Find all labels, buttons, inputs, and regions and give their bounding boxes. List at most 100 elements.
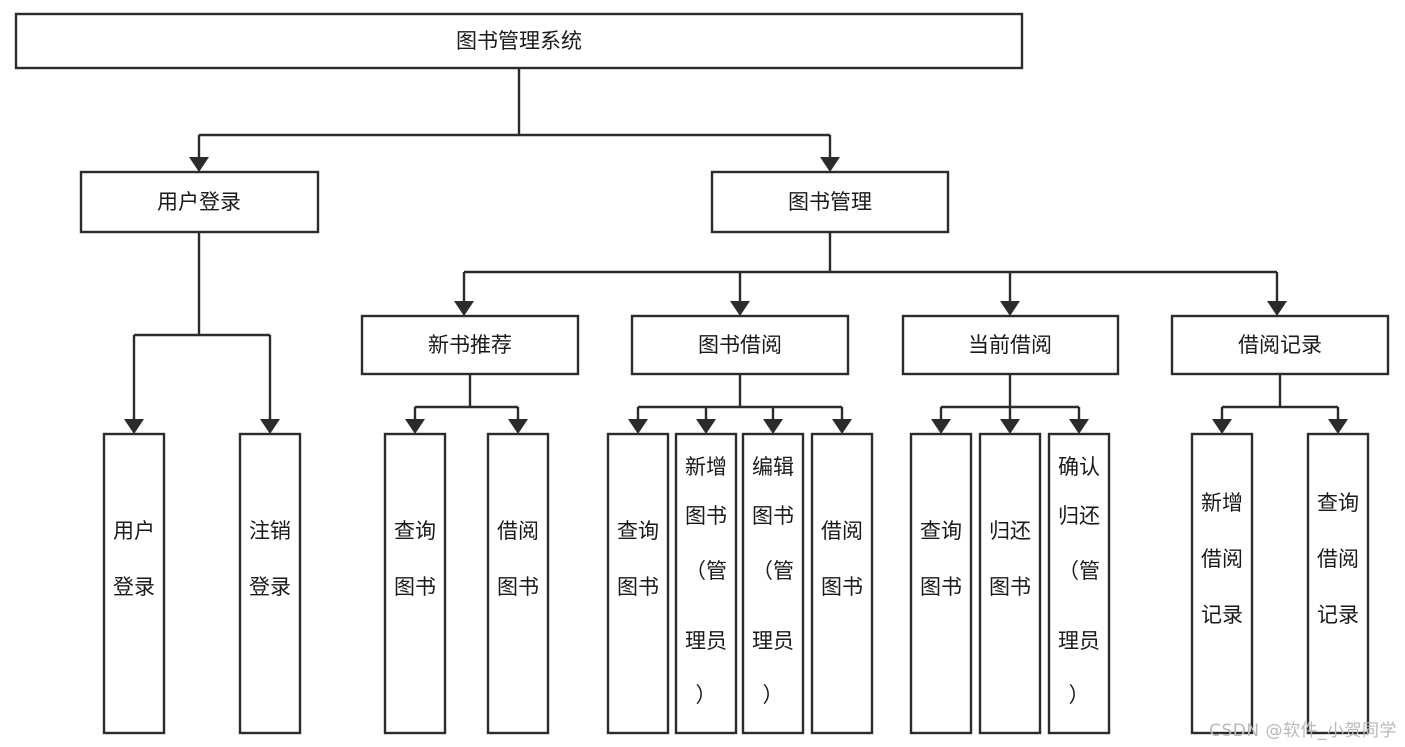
node-user-login-box[interactable] bbox=[79, 170, 320, 234]
leaf-borrow-book-2[interactable]: 借阅 图书 bbox=[810, 432, 874, 735]
arrowhead-leaf-user-login bbox=[124, 419, 144, 434]
arrowhead-user-login bbox=[189, 157, 209, 172]
leaf-query-record-line-1: 借阅 bbox=[1317, 547, 1359, 571]
node-book-borrow[interactable]: 图书借阅 bbox=[630, 314, 850, 376]
arrowhead-book-borrow bbox=[730, 301, 750, 316]
leaf-query-book-2[interactable]: 查询 图书 bbox=[606, 432, 670, 735]
leaf-logout-login-line-0: 注销 bbox=[249, 519, 291, 543]
leaf-query-record-line-2: 记录 bbox=[1317, 603, 1359, 627]
arrowhead-leaf-borrow-book-1 bbox=[508, 419, 528, 434]
leaf-add-book[interactable]: 新增 图书 （管 理员 ） bbox=[674, 432, 738, 735]
leaf-query-book-3-line-0: 查询 bbox=[920, 519, 962, 543]
arrowhead-leaf-query-book-2 bbox=[628, 419, 648, 434]
leaf-add-record[interactable]: 新增 借阅 记录 bbox=[1190, 432, 1254, 735]
leaf-borrow-book-2-line-1: 图书 bbox=[821, 575, 863, 599]
arrowhead-leaf-edit-book bbox=[763, 419, 783, 434]
leaf-add-book-box[interactable] bbox=[674, 432, 738, 735]
leaf-add-book-line-1: 图书 bbox=[685, 504, 727, 528]
leaf-borrow-book-1-box[interactable] bbox=[486, 432, 550, 735]
arrowhead-current-borrow bbox=[1000, 301, 1020, 316]
leaf-add-book-line-4: ） bbox=[696, 683, 717, 707]
leaf-return-book[interactable]: 归还 图书 bbox=[978, 432, 1042, 735]
node-book-borrow-label: 图书借阅 bbox=[698, 333, 782, 357]
leaf-add-record-box[interactable] bbox=[1190, 432, 1254, 735]
node-current-borrow[interactable]: 当前借阅 bbox=[901, 314, 1120, 376]
node-borrow-record-box[interactable] bbox=[1170, 314, 1390, 376]
leaf-query-book-3[interactable]: 查询 图书 bbox=[909, 432, 973, 735]
leaf-confirm-return-line-2: （管 bbox=[1058, 559, 1100, 583]
arrowhead-leaf-borrow-book-2 bbox=[832, 419, 852, 434]
leaf-confirm-return-line-4: ） bbox=[1069, 683, 1090, 707]
leaf-add-book-line-2: （管 bbox=[685, 559, 727, 583]
node-new-book-recommend-box[interactable] bbox=[360, 314, 580, 376]
arrowhead-leaf-logout-login bbox=[260, 419, 280, 434]
leaf-add-record-line-2: 记录 bbox=[1201, 603, 1243, 627]
arrowhead-leaf-query-book-1 bbox=[405, 419, 425, 434]
node-book-manage[interactable]: 图书管理 bbox=[710, 170, 950, 234]
arrowhead-leaf-query-book-3 bbox=[931, 419, 951, 434]
leaf-confirm-return[interactable]: 确认 归还 （管 理员 ） bbox=[1047, 432, 1111, 735]
node-root-box[interactable] bbox=[14, 12, 1024, 70]
node-book-manage-box[interactable] bbox=[710, 170, 950, 234]
node-current-borrow-label: 当前借阅 bbox=[968, 333, 1052, 357]
node-new-book-recommend-label: 新书推荐 bbox=[428, 333, 512, 357]
leaf-add-record-line-1: 借阅 bbox=[1201, 547, 1243, 571]
leaf-edit-book-box[interactable] bbox=[741, 432, 805, 735]
leaf-confirm-return-line-0: 确认 bbox=[1058, 455, 1100, 479]
arrowhead-borrow-record bbox=[1267, 301, 1287, 316]
leaf-query-book-1-box[interactable] bbox=[383, 432, 447, 735]
connector-layer bbox=[124, 68, 1348, 434]
leaf-logout-login-box[interactable] bbox=[238, 432, 302, 735]
arrowhead-leaf-confirm-return bbox=[1069, 419, 1089, 434]
arrowhead-leaf-add-book bbox=[696, 419, 716, 434]
leaf-query-book-2-line-0: 查询 bbox=[617, 519, 659, 543]
leaf-borrow-book-1-line-0: 借阅 bbox=[497, 519, 539, 543]
leaf-borrow-book-1-line-1: 图书 bbox=[497, 575, 539, 599]
leaf-query-book-1[interactable]: 查询 图书 bbox=[383, 432, 447, 735]
node-borrow-record-label: 借阅记录 bbox=[1238, 333, 1322, 357]
leaf-add-record-line-0: 新增 bbox=[1201, 491, 1243, 515]
leaf-query-book-3-line-1: 图书 bbox=[920, 575, 962, 599]
leaf-user-login-line-1: 登录 bbox=[113, 575, 155, 599]
leaf-query-record-box[interactable] bbox=[1306, 432, 1370, 735]
leaf-query-record[interactable]: 查询 借阅 记录 bbox=[1306, 432, 1370, 735]
leaf-query-record-line-0: 查询 bbox=[1317, 491, 1359, 515]
leaf-query-book-2-box[interactable] bbox=[606, 432, 670, 735]
node-new-book-recommend[interactable]: 新书推荐 bbox=[360, 314, 580, 376]
node-root-label: 图书管理系统 bbox=[456, 29, 582, 53]
leaf-borrow-book-2-box[interactable] bbox=[810, 432, 874, 735]
leaf-add-book-line-3: 理员 bbox=[685, 629, 727, 653]
leaf-query-book-1-line-0: 查询 bbox=[394, 519, 436, 543]
leaf-add-book-line-0: 新增 bbox=[685, 455, 727, 479]
leaf-return-book-box[interactable] bbox=[978, 432, 1042, 735]
leaf-user-login-line-0: 用户 bbox=[113, 519, 155, 543]
leaf-edit-book-line-1: 图书 bbox=[752, 504, 794, 528]
leaf-query-book-1-line-1: 图书 bbox=[394, 575, 436, 599]
leaf-confirm-return-line-3: 理员 bbox=[1058, 629, 1100, 653]
leaf-edit-book-line-0: 编辑 bbox=[752, 455, 794, 479]
node-root[interactable]: 图书管理系统 bbox=[14, 12, 1024, 70]
leaf-confirm-return-line-1: 归还 bbox=[1058, 504, 1100, 528]
leaf-logout-login[interactable]: 注销 登录 bbox=[238, 432, 302, 735]
leaf-confirm-return-box[interactable] bbox=[1047, 432, 1111, 735]
node-borrow-record[interactable]: 借阅记录 bbox=[1170, 314, 1390, 376]
leaf-edit-book-line-3: 理员 bbox=[752, 629, 794, 653]
leaf-edit-book-line-2: （管 bbox=[752, 559, 794, 583]
leaf-user-login-box[interactable] bbox=[102, 432, 166, 735]
node-book-borrow-box[interactable] bbox=[630, 314, 850, 376]
arrowhead-leaf-return-book bbox=[1000, 419, 1020, 434]
node-current-borrow-box[interactable] bbox=[901, 314, 1120, 376]
leaf-edit-book-line-4: ） bbox=[763, 683, 784, 707]
node-user-login-label: 用户登录 bbox=[157, 190, 241, 214]
leaf-query-book-3-box[interactable] bbox=[909, 432, 973, 735]
leaf-edit-book[interactable]: 编辑 图书 （管 理员 ） bbox=[741, 432, 805, 735]
arrowhead-leaf-query-record bbox=[1328, 419, 1348, 434]
node-user-login[interactable]: 用户登录 bbox=[79, 170, 320, 234]
leaf-return-book-line-1: 图书 bbox=[989, 575, 1031, 599]
leaf-borrow-book-2-line-0: 借阅 bbox=[821, 519, 863, 543]
arrowhead-book-manage bbox=[820, 157, 840, 172]
leaf-borrow-book-1[interactable]: 借阅 图书 bbox=[486, 432, 550, 735]
leaf-user-login[interactable]: 用户 登录 bbox=[102, 432, 166, 735]
